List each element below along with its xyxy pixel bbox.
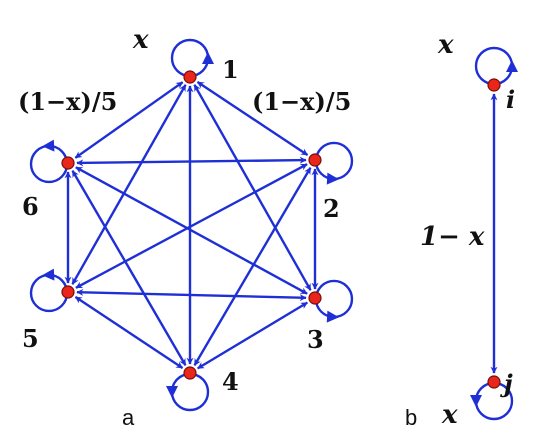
panel-b-graph (470, 46, 518, 421)
edge-4-6 (71, 170, 187, 366)
edge-3-4 (197, 301, 308, 370)
self-loop-node-3 (314, 279, 354, 323)
edge-1-6 (74, 81, 184, 159)
node-i (487, 78, 501, 92)
node-label-j: j (500, 369, 513, 398)
self-loop-node-i-arrowhead (506, 60, 518, 72)
edge-2-6 (76, 156, 307, 167)
node-3 (308, 291, 322, 305)
node-2 (308, 153, 322, 167)
self-loop-node-6 (29, 139, 69, 184)
edge-2-5 (75, 163, 308, 289)
node-label-4: 4 (222, 367, 239, 396)
self-loop-node-j-arrowhead (470, 395, 482, 407)
self-loop-node-1 (170, 38, 214, 78)
caption-a: a (122, 405, 135, 430)
self-loop-node-4-arrowhead (166, 386, 178, 398)
node-label-2: 2 (323, 194, 340, 223)
edge-3-5 (76, 288, 307, 302)
node-j (487, 375, 501, 389)
node-label-1: 1 (222, 55, 239, 84)
self-loop-node-1-arrowhead (202, 52, 214, 64)
panel-a-edges (64, 80, 319, 370)
self-loop-node-2 (314, 141, 354, 185)
self-loop-node-6-arrowhead (42, 139, 55, 152)
node-1 (183, 70, 197, 84)
self-loop-label-i: x (437, 30, 454, 60)
edge-label-right: (1−x)/5 (252, 87, 351, 116)
node-5 (61, 285, 75, 299)
edge-label-b: 1− x (420, 222, 485, 252)
self-loop-node-i (474, 46, 518, 86)
edge-label-left: (1−x)/5 (18, 87, 117, 116)
self-loop-label-j: x (441, 400, 458, 430)
self-loop-node-2-arrowhead (326, 172, 340, 185)
self-loop-node-5-arrowhead (42, 268, 55, 281)
self-loop-node-4 (166, 372, 210, 412)
node-6 (61, 156, 75, 170)
self-loop-node-5 (29, 268, 69, 313)
node-label-6: 6 (22, 192, 39, 221)
node-4 (183, 366, 197, 380)
node-label-3: 3 (307, 325, 324, 354)
caption-b: b (405, 405, 417, 430)
node-label-5: 5 (22, 324, 39, 353)
node-label-i: i (506, 85, 515, 114)
self-loop-label-node-1: x (132, 25, 149, 55)
self-loop-node-3-arrowhead (326, 310, 340, 323)
panel-a-nodes (61, 70, 322, 380)
